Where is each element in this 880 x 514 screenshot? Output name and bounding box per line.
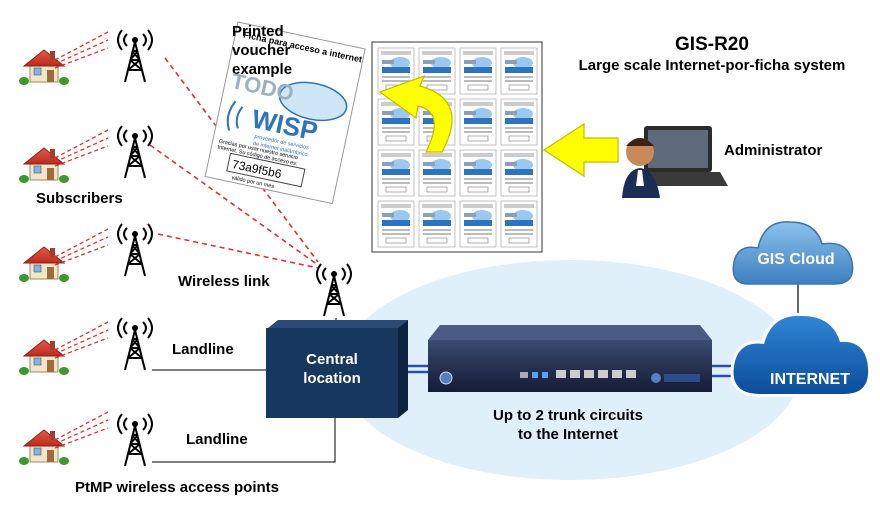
ptmp-label: PtMP wireless access points — [75, 479, 279, 496]
voucher-thumbnail — [459, 149, 497, 197]
voucher-thumbnail — [459, 200, 497, 248]
administrator-label: Administrator — [724, 142, 823, 159]
tower-icon — [117, 317, 153, 371]
voucher-thumbnail — [500, 47, 538, 95]
central-location-box — [266, 320, 408, 418]
tower-icon — [117, 413, 153, 467]
landline-label: Landline — [172, 341, 234, 358]
central-label-line2: location — [303, 370, 361, 387]
voucher-thumbnail — [459, 98, 497, 146]
tower-icon — [117, 29, 153, 83]
printed-voucher — [204, 21, 366, 205]
landline-label: Landline — [186, 431, 248, 448]
diagram-title: GIS-R20 — [675, 34, 749, 55]
voucher-thumbnail — [500, 200, 538, 248]
voucher-thumbnail — [418, 200, 456, 248]
gis-cloud-label: GIS Cloud — [757, 251, 834, 268]
voucher-sheet — [371, 41, 543, 253]
voucher-thumbnail — [418, 149, 456, 197]
tower-icon — [117, 223, 153, 277]
voucher-thumbnail — [377, 149, 415, 197]
voucher-thumbnail — [377, 200, 415, 248]
tower-icon — [117, 125, 153, 179]
administrator-icon — [622, 126, 728, 198]
curved-arrow-icon — [378, 74, 453, 153]
internet-label: INTERNET — [770, 371, 850, 388]
straight-arrow-icon — [542, 122, 619, 178]
voucher-thumbnail — [459, 47, 497, 95]
subscribers-label: Subscribers — [36, 190, 123, 207]
subscriber-links — [54, 31, 109, 449]
voucher-label-line3: example — [232, 61, 292, 78]
house-icon — [18, 339, 70, 376]
house-icon — [18, 147, 70, 184]
central-label-line1: Central — [306, 351, 358, 368]
diagram-subtitle: Large scale Internet-por-ficha system — [579, 57, 846, 74]
wireless-link-label: Wireless link — [178, 273, 270, 290]
trunk-label-line1: Up to 2 trunk circuits — [493, 407, 643, 424]
voucher-thumbnail — [500, 98, 538, 146]
voucher-thumbnail — [500, 149, 538, 197]
house-icon — [18, 246, 70, 283]
house-icon — [18, 49, 70, 86]
tower-icon — [316, 263, 352, 317]
trunk-label-line2: to the Internet — [518, 426, 618, 443]
internet-cloud-icon — [730, 312, 872, 397]
house-icon — [18, 429, 70, 466]
gateway-device — [428, 325, 712, 392]
voucher-label-line1: Printed — [232, 23, 284, 40]
gis-cloud-icon — [732, 221, 854, 285]
voucher-label-line2: voucher — [232, 42, 291, 59]
